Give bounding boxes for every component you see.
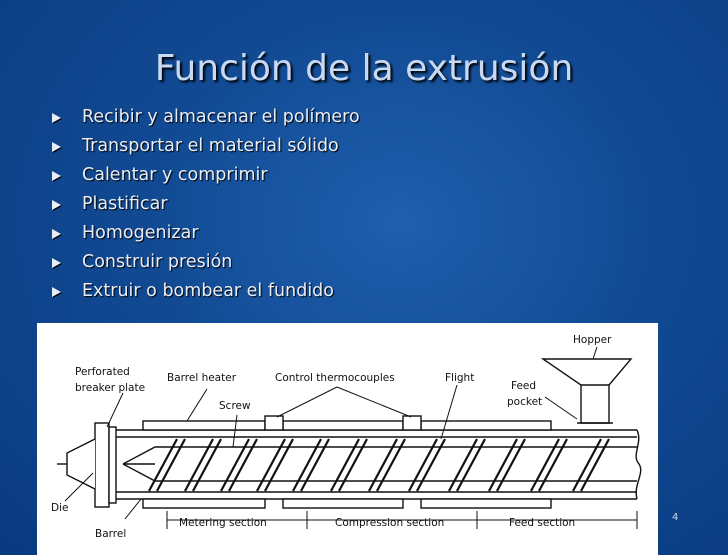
bullet-text: Plastificar (82, 194, 168, 214)
feed-label: Feed (511, 380, 536, 392)
feed-section-label: Feed section (509, 517, 575, 529)
page-number: 4 (672, 512, 679, 523)
barrel-heater-label: Barrel heater (167, 372, 237, 384)
barrel-label: Barrel (95, 528, 126, 540)
die-label: Die (51, 502, 68, 514)
flight-label: Flight (445, 372, 474, 384)
section-dimension-lines (166, 511, 638, 529)
control-thermocouples-label: Control thermocouples (275, 372, 395, 384)
bullet-item: Recibir y almacenar el polímero (52, 103, 360, 132)
hopper-shape (540, 358, 633, 424)
bullet-arrow-icon (52, 113, 61, 123)
bullet-text: Extruir o bombear el fundido (82, 281, 334, 301)
bullet-item: Transportar el material sólido (52, 132, 360, 161)
bullet-item: Extruir o bombear el fundido (52, 277, 360, 306)
bullet-text: Transportar el material sólido (82, 136, 339, 156)
bullet-arrow-icon (52, 229, 61, 239)
bullet-item: Homogenizar (52, 219, 360, 248)
bullet-arrow-icon (52, 287, 61, 297)
screw-label: Screw (219, 400, 251, 412)
perforated-label: Perforated (75, 366, 130, 378)
hopper-label: Hopper (573, 334, 612, 346)
bullet-text: Recibir y almacenar el polímero (82, 107, 360, 127)
compression-section-label: Compression section (335, 517, 444, 529)
bullet-item: Plastificar (52, 190, 360, 219)
barrel-heater-shapes (142, 420, 552, 509)
bullet-arrow-icon (52, 142, 61, 152)
bullet-list: Recibir y almacenar el polímero Transpor… (52, 103, 360, 306)
barrel-shape (109, 429, 642, 500)
bullet-arrow-icon (52, 258, 61, 268)
bullet-arrow-icon (52, 171, 61, 181)
die-shape (57, 422, 117, 508)
bullet-arrow-icon (52, 200, 61, 210)
bullet-text: Construir presión (82, 252, 233, 272)
bullet-text: Homogenizar (82, 223, 199, 243)
screw-flight-shapes (148, 438, 610, 492)
extruder-diagram-svg: Hopper Perforated breaker plate Barrel h… (51, 334, 642, 540)
metering-section-label: Metering section (179, 517, 267, 529)
breaker-plate-label: breaker plate (75, 382, 145, 394)
extruder-diagram: Hopper Perforated breaker plate Barrel h… (37, 323, 658, 555)
slide-title: Función de la extrusión (154, 48, 574, 89)
feed-pocket-label: pocket (507, 396, 542, 408)
bullet-item: Calentar y comprimir (52, 161, 360, 190)
bullet-item: Construir presión (52, 248, 360, 277)
bullet-text: Calentar y comprimir (82, 165, 268, 185)
